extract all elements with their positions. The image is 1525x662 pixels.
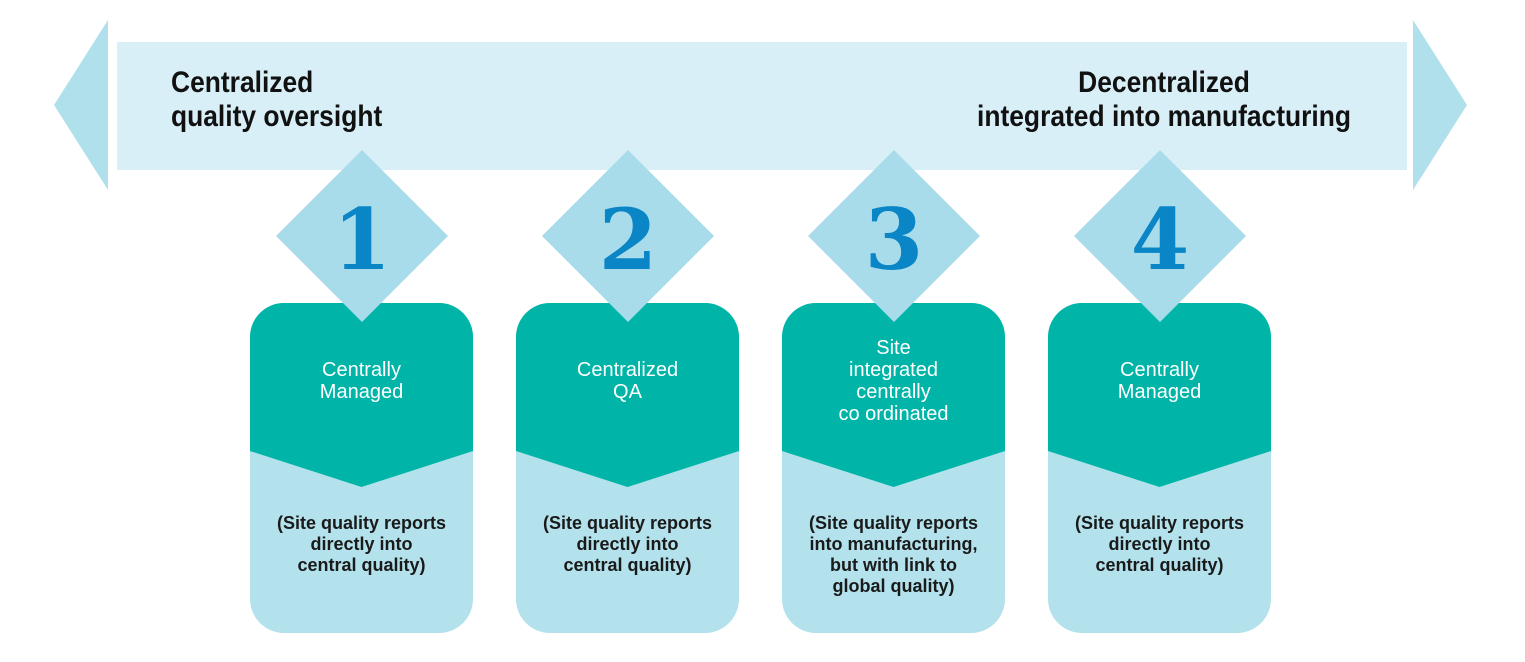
model-card-3-title: Site integrated centrally co ordinated — [792, 303, 995, 451]
model-card-2-title-line: Centralized — [576, 359, 679, 381]
model-card-1-title: Centrally Managed — [260, 303, 463, 451]
model-card-4-title-line: Managed — [1117, 381, 1202, 403]
model-card-1-header — [250, 303, 473, 487]
model-card-2: Centralized QA (Site quality reports dir… — [516, 303, 739, 633]
decentralized-label-line-2: integrated into manufacturing — [976, 100, 1351, 133]
model-card-4-header — [1048, 303, 1271, 487]
right-arrowhead — [1413, 20, 1467, 190]
model-number-3: 3 — [864, 189, 924, 289]
model-card-2-title-line: QA — [613, 381, 642, 403]
centralized-label-line-1: Centralized — [171, 66, 314, 99]
model-card-2-description: (Site quality reports directly into cent… — [524, 513, 731, 576]
diamond-shape-2 — [542, 150, 714, 322]
model-card-4-desc-line: directly into — [1108, 534, 1211, 554]
model-card-1-desc-line: (Site quality reports — [276, 513, 447, 533]
decentralized-label-line-1: Decentralized — [1078, 66, 1250, 99]
model-card-2-header — [516, 303, 739, 487]
centralized-label-line-2: quality oversight — [171, 100, 383, 133]
model-card-3-title-line: co ordinated — [838, 403, 949, 425]
model-card-3-desc-line: but with link to — [830, 555, 957, 575]
model-card-1-title-line: Managed — [319, 381, 404, 403]
model-card-3: Site integrated centrally co ordinated (… — [782, 303, 1005, 633]
model-card-1-title-line: Centrally — [322, 359, 401, 381]
decentralized-label: Decentralized integrated into manufactur… — [977, 66, 1351, 134]
model-card-4: Centrally Managed (Site quality reports … — [1048, 303, 1271, 633]
model-card-4-desc-line: central quality) — [1095, 555, 1224, 575]
model-card-2-desc-line: directly into — [576, 534, 679, 554]
model-card-4-description: (Site quality reports directly into cent… — [1056, 513, 1263, 576]
model-card-3-description: (Site quality reports into manufacturing… — [790, 513, 997, 597]
model-card-4-title-line: Centrally — [1120, 359, 1199, 381]
model-card-1-desc-line: directly into — [310, 534, 413, 554]
model-card-3-title-line: Site — [876, 337, 911, 359]
centralized-label: Centralized quality oversight — [171, 66, 382, 134]
model-card-1: Centrally Managed (Site quality reports … — [250, 303, 473, 633]
model-card-4-desc-line: (Site quality reports — [1074, 513, 1245, 533]
diamond-shape-4 — [1074, 150, 1246, 322]
arrow-band — [117, 42, 1407, 170]
diamond-shape-1 — [276, 150, 448, 322]
model-card-3-header — [782, 303, 1005, 487]
model-card-1-description: (Site quality reports directly into cent… — [258, 513, 465, 576]
model-diamond-2: 2 — [542, 150, 714, 322]
model-card-2-title: Centralized QA — [526, 303, 729, 451]
model-number-1: 1 — [332, 189, 392, 289]
model-card-3-desc-line: (Site quality reports — [808, 513, 979, 533]
left-arrowhead — [54, 20, 108, 190]
model-card-1-desc-line: central quality) — [297, 555, 426, 575]
model-card-3-desc-line: global quality) — [832, 576, 955, 596]
model-card-3-title-line: centrally — [856, 381, 931, 403]
model-diamond-1: 1 — [276, 150, 448, 322]
model-diamond-4: 4 — [1074, 150, 1246, 322]
model-number-4: 4 — [1130, 189, 1190, 289]
model-card-4-title: Centrally Managed — [1058, 303, 1261, 451]
diamond-shape-3 — [808, 150, 980, 322]
model-card-3-title-line: integrated — [849, 359, 938, 381]
model-card-2-desc-line: central quality) — [563, 555, 692, 575]
model-number-2: 2 — [598, 189, 658, 289]
model-card-2-desc-line: (Site quality reports — [542, 513, 713, 533]
model-diamond-3: 3 — [808, 150, 980, 322]
model-card-3-desc-line: into manufacturing, — [809, 534, 978, 554]
